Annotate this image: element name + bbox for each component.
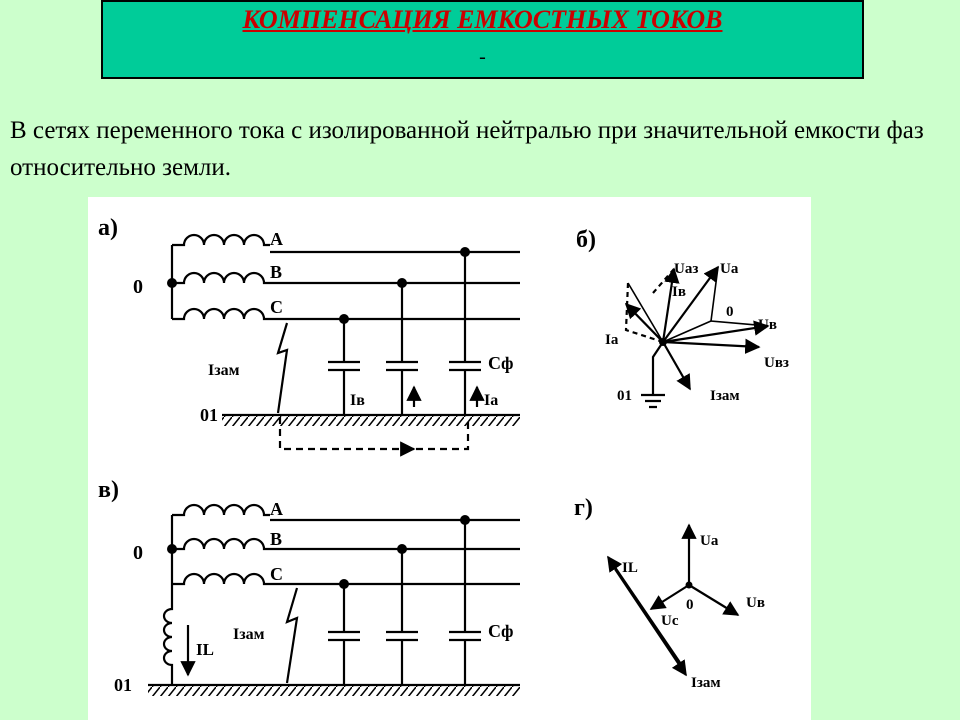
- vector-label-ground: 01: [617, 388, 632, 404]
- slide-title: КОМПЕНСАЦИЯ ЕМКОСТНЫХ ТОКОВ: [242, 5, 723, 34]
- ground-label-a: 01: [200, 405, 218, 425]
- phase-label-b: B: [270, 262, 282, 282]
- winding-v-phase-a: [172, 503, 270, 517]
- winding-v-phase-b: [172, 537, 270, 551]
- vector-label-ia: Ia: [605, 332, 619, 348]
- vector-label-izam-g: Iзам: [691, 675, 721, 691]
- vector-label-ua: Ua: [720, 261, 739, 277]
- capacitance-label-a: Cф: [488, 353, 513, 373]
- winding-a-phase-b: [172, 271, 270, 285]
- phase-label-v-b: B: [270, 529, 282, 549]
- winding-a-phase-c: [172, 307, 270, 321]
- neutral-label-a: 0: [133, 276, 143, 298]
- dashed-return-path: [278, 417, 470, 451]
- fault-current-label-a: Iзам: [208, 362, 240, 379]
- vector-label-ua-g: Ua: [700, 533, 719, 549]
- vector-label-il: IL: [622, 560, 638, 576]
- ground-label-v: 01: [114, 675, 132, 695]
- vector-label-uv: Uв: [758, 317, 777, 333]
- panel-label-b: б): [576, 227, 596, 253]
- capacitor-v-b: [386, 549, 418, 685]
- diagram-a: а) 0 A B C Cф Iв Ia Iзам 01: [98, 215, 520, 457]
- vector-label-zero-g: 0: [686, 597, 694, 613]
- fault-current-label-v: Iзам: [233, 626, 265, 643]
- capacitor-v-c: [328, 584, 360, 685]
- diagram-v: в) 0 A B C Cф IL Iзам 01: [98, 477, 520, 696]
- title-box: КОМПЕНСАЦИЯ ЕМКОСТНЫХ ТОКОВ -: [101, 0, 864, 79]
- winding-a-phase-a: [172, 233, 270, 247]
- vector-label-uaz: Uaз: [674, 261, 698, 277]
- fault-arc-v: [285, 587, 299, 684]
- vector-label-izam: Iзам: [710, 388, 740, 404]
- diagram-g: г) IL Ua Uc 0 Uв Iзам: [574, 495, 765, 691]
- capacitor-c: [328, 319, 360, 414]
- winding-v-phase-c: [172, 572, 270, 586]
- panel-label-v: в): [98, 477, 119, 503]
- vector-label-uvz: Uвз: [764, 355, 789, 371]
- capacitor-b: [386, 283, 418, 414]
- capacitor-a: [449, 252, 481, 414]
- panel-label-g: г): [574, 495, 593, 521]
- intro-text: В сетях переменного тока с изолированной…: [10, 117, 924, 181]
- current-label-b: Iв: [350, 392, 365, 409]
- arc-suppression-reactor: [162, 584, 174, 685]
- phase-label-a: A: [270, 229, 283, 249]
- diagram-b: б) Uaз Ua Iв 0 Uв Ia Uвз 01 Iзам: [576, 227, 789, 409]
- phase-label-v-a: A: [270, 499, 283, 519]
- circuit-figure: а) 0 A B C Cф Iв Ia Iзам 01: [88, 197, 811, 720]
- phase-label-v-c: C: [270, 564, 283, 584]
- capacitance-label-v: Cф: [488, 621, 513, 641]
- phase-label-c: C: [270, 297, 283, 317]
- vector-label-iv: Iв: [672, 284, 686, 300]
- panel-label-a: а): [98, 215, 118, 241]
- vector-label-uc: Uc: [661, 613, 679, 629]
- current-label-a: Ia: [484, 392, 498, 409]
- title-dash: -: [479, 46, 486, 68]
- capacitor-v-a: [449, 520, 481, 685]
- reactor-current-label: IL: [196, 640, 214, 659]
- neutral-label-v: 0: [133, 542, 143, 564]
- fault-arc-a: [276, 322, 289, 414]
- vector-label-uv-g: Uв: [746, 595, 765, 611]
- vector-label-zero: 0: [726, 304, 734, 320]
